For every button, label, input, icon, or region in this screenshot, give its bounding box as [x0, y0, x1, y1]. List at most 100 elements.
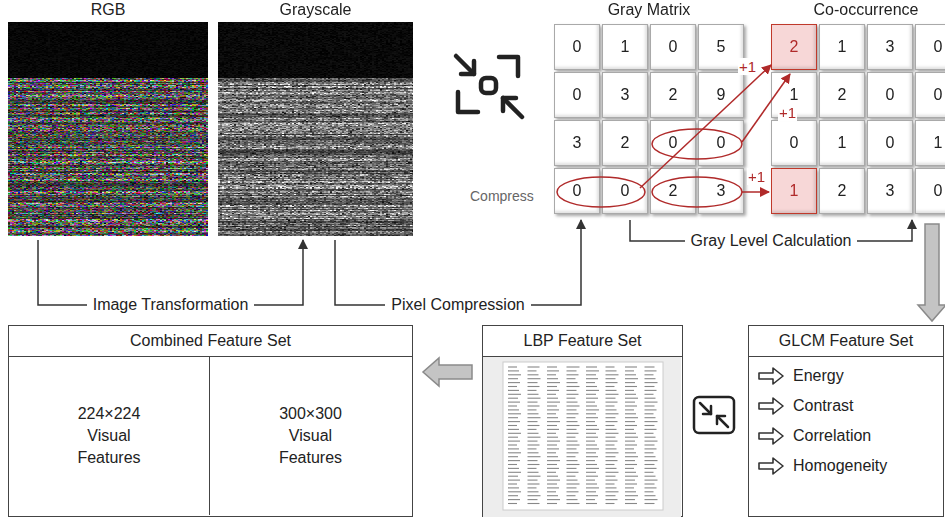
table-row — [586, 495, 598, 496]
table-row — [508, 452, 521, 453]
table-row — [645, 390, 657, 391]
feature-set-box: GLCM Feature SetEnergyContrastCorrelatio… — [748, 325, 944, 517]
table-row — [508, 405, 517, 406]
table-row — [528, 429, 537, 430]
table-row — [528, 421, 538, 422]
table-row — [567, 460, 578, 461]
table-row — [508, 421, 520, 422]
feature-name: Homogeneity — [793, 457, 887, 475]
table-row — [508, 378, 518, 379]
table-row — [547, 374, 556, 375]
table-row — [645, 503, 655, 504]
table-row — [547, 378, 558, 379]
table-row — [567, 452, 579, 453]
table-row — [606, 413, 619, 414]
table-row — [625, 487, 634, 488]
pair-ellipse — [652, 177, 742, 207]
table-row — [625, 456, 638, 457]
table-row — [625, 402, 635, 403]
feature-item: Homogeneity — [757, 456, 887, 476]
count-arrow — [640, 65, 771, 188]
table-row — [528, 460, 538, 461]
table-row — [586, 386, 597, 387]
table-row — [606, 468, 617, 469]
table-row — [645, 405, 655, 406]
table-row — [606, 394, 619, 395]
table-row — [625, 452, 636, 453]
table-row — [625, 464, 637, 465]
arrow-outline — [759, 458, 783, 474]
table-row — [567, 417, 576, 418]
process-label: Gray Level Calculation — [685, 231, 858, 251]
table-row — [567, 483, 580, 484]
table-row — [586, 366, 597, 367]
table-row — [528, 374, 539, 375]
table-row — [528, 476, 541, 477]
grayscale-image: Grayscale — [218, 0, 413, 236]
table-row — [586, 448, 599, 449]
table-row — [547, 444, 557, 445]
table-row — [547, 398, 558, 399]
table-row — [625, 433, 636, 434]
table-row — [508, 491, 521, 492]
table-row — [625, 460, 635, 461]
arrow-icon — [757, 396, 785, 416]
table-row — [586, 476, 598, 477]
table-row — [508, 503, 517, 504]
table-row — [625, 429, 634, 430]
table-row — [586, 456, 598, 457]
table-row — [547, 437, 558, 438]
matrix-cell: 3 — [554, 120, 600, 166]
table-row — [625, 409, 634, 410]
table-row — [586, 433, 596, 434]
table-row — [567, 491, 579, 492]
feature-set-box: LBP Feature Set — [482, 325, 683, 517]
table-row — [547, 468, 559, 469]
table-row — [547, 464, 557, 465]
table-row — [567, 402, 578, 403]
table-row — [586, 483, 597, 484]
table-row — [586, 413, 596, 414]
arrow-icon — [757, 366, 785, 386]
table-row — [547, 366, 557, 367]
table-row — [508, 417, 518, 418]
table-row — [567, 413, 579, 414]
table-row — [508, 394, 521, 395]
table-row — [528, 409, 537, 410]
table-row — [508, 448, 519, 449]
table-row — [528, 468, 537, 469]
table-row — [508, 425, 517, 426]
table-row — [606, 425, 615, 426]
table-row — [547, 421, 560, 422]
table-row — [586, 468, 599, 469]
table-row — [586, 460, 595, 461]
table-row — [606, 370, 617, 371]
table-row — [645, 491, 654, 492]
table-row — [528, 472, 539, 473]
table-row — [606, 495, 616, 496]
box-heading: GLCM Feature Set — [749, 326, 943, 357]
matrix-cell: 2 — [602, 120, 648, 166]
table-row — [586, 394, 596, 395]
table-row — [586, 487, 599, 488]
table-row — [547, 370, 559, 371]
count-arrow — [742, 191, 769, 193]
table-row — [645, 417, 656, 418]
table-row — [606, 378, 616, 379]
count-label: +1 — [747, 168, 766, 185]
table-row — [528, 390, 537, 391]
box-heading: Combined Feature Set — [9, 326, 412, 357]
matrix-cell: 0 — [867, 72, 913, 118]
table-row — [547, 495, 558, 496]
node-heading: RGB — [8, 0, 208, 22]
table-row — [625, 495, 638, 496]
table-row — [508, 483, 517, 484]
table-row — [547, 405, 557, 406]
table-row — [645, 472, 654, 473]
matrix-cell: 2 — [650, 72, 696, 118]
table-row — [606, 476, 616, 477]
table-row — [606, 433, 619, 434]
table-row — [606, 487, 617, 488]
process-label: Image Transformation — [87, 295, 255, 315]
